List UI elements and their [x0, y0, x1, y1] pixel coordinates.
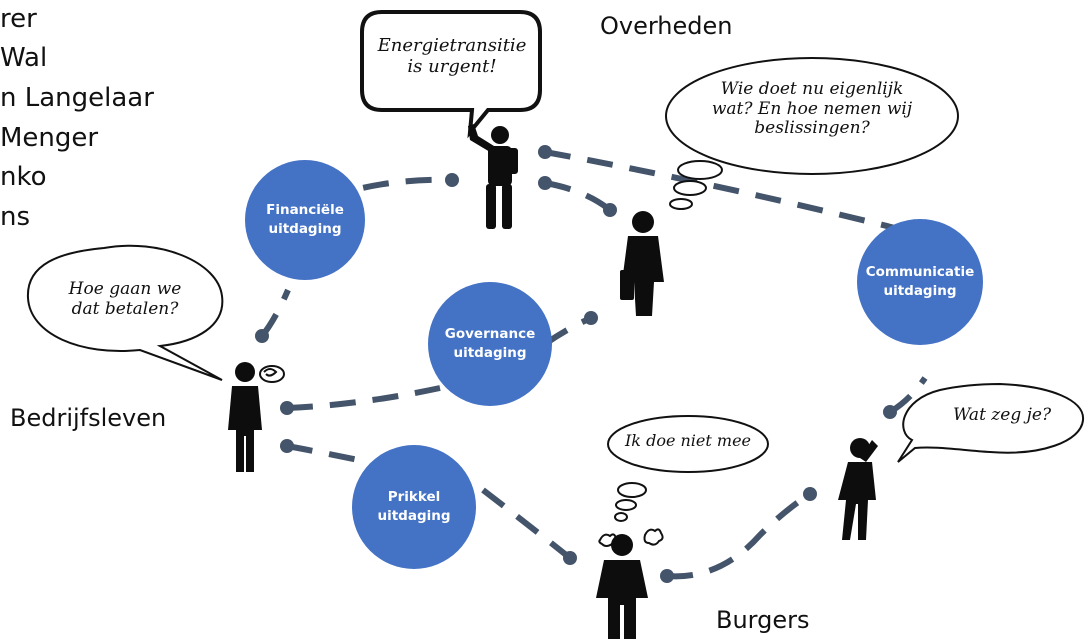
figure-bedrijfsleven — [228, 362, 262, 472]
name-line-3: n Langelaar — [0, 83, 154, 113]
connector-bedrijfsleven-prikkel — [286, 443, 369, 465]
name-line-1: rer — [0, 4, 37, 34]
circle-governance-label: Governance uitdaging — [444, 326, 536, 361]
figure-overheden — [468, 124, 518, 229]
bubble-who-shape — [665, 57, 959, 175]
bubble-not-joining-shape — [607, 415, 769, 473]
bubble-what-shape — [897, 382, 1085, 463]
speech-bubbles — [26, 10, 1085, 522]
bubble-not-joining-text: Ik doe niet mee — [624, 431, 752, 450]
circle-financial-label: Financiële uitdaging — [266, 202, 344, 237]
connector-overheden-official — [544, 180, 612, 213]
name-line-5: nko — [0, 162, 47, 192]
circle-communication-label: Communicatie uitdaging — [865, 264, 975, 299]
name-line-2: Wal — [0, 43, 48, 73]
label-overheden: Overheden — [600, 12, 733, 40]
circle-communication: Communicatie uitdaging — [857, 219, 983, 345]
figures — [228, 124, 878, 639]
bubble-energy-text: Energietransitie is urgent! — [377, 35, 527, 77]
bubble-who-text: Wie doet nu eigenlijk wat? En hoe nemen … — [711, 79, 913, 139]
circle-financial: Financiële uitdaging — [245, 160, 365, 280]
connector-dots — [255, 145, 897, 583]
bubble-pay-shape — [26, 244, 224, 381]
label-bedrijfsleven: Bedrijfsleven — [10, 404, 167, 432]
bubble-pay-text: Hoe gaan we dat betalen? — [68, 279, 182, 319]
connector-overheden-communication — [544, 149, 896, 231]
name-line-4: Menger — [0, 123, 99, 153]
circle-prikkel-label: Prikkel uitdaging — [377, 489, 451, 524]
connector-burgers-caller — [666, 491, 812, 580]
connector-bedrijfsleven-financial — [259, 288, 291, 338]
bubble-energy-shape — [360, 10, 542, 139]
connector-bedrijfsleven-governance — [286, 385, 441, 411]
figure-official — [620, 211, 664, 316]
circle-governance: Governance uitdaging — [428, 282, 552, 406]
name-line-6: ns — [0, 202, 31, 232]
label-burgers: Burgers — [716, 606, 810, 634]
circle-prikkel: Prikkel uitdaging — [352, 445, 476, 569]
figure-burgers — [596, 534, 648, 639]
connector-prikkel-burgers — [481, 487, 572, 561]
figure-caller — [838, 438, 878, 540]
bubble-what-text: Wat zeg je? — [952, 405, 1052, 425]
